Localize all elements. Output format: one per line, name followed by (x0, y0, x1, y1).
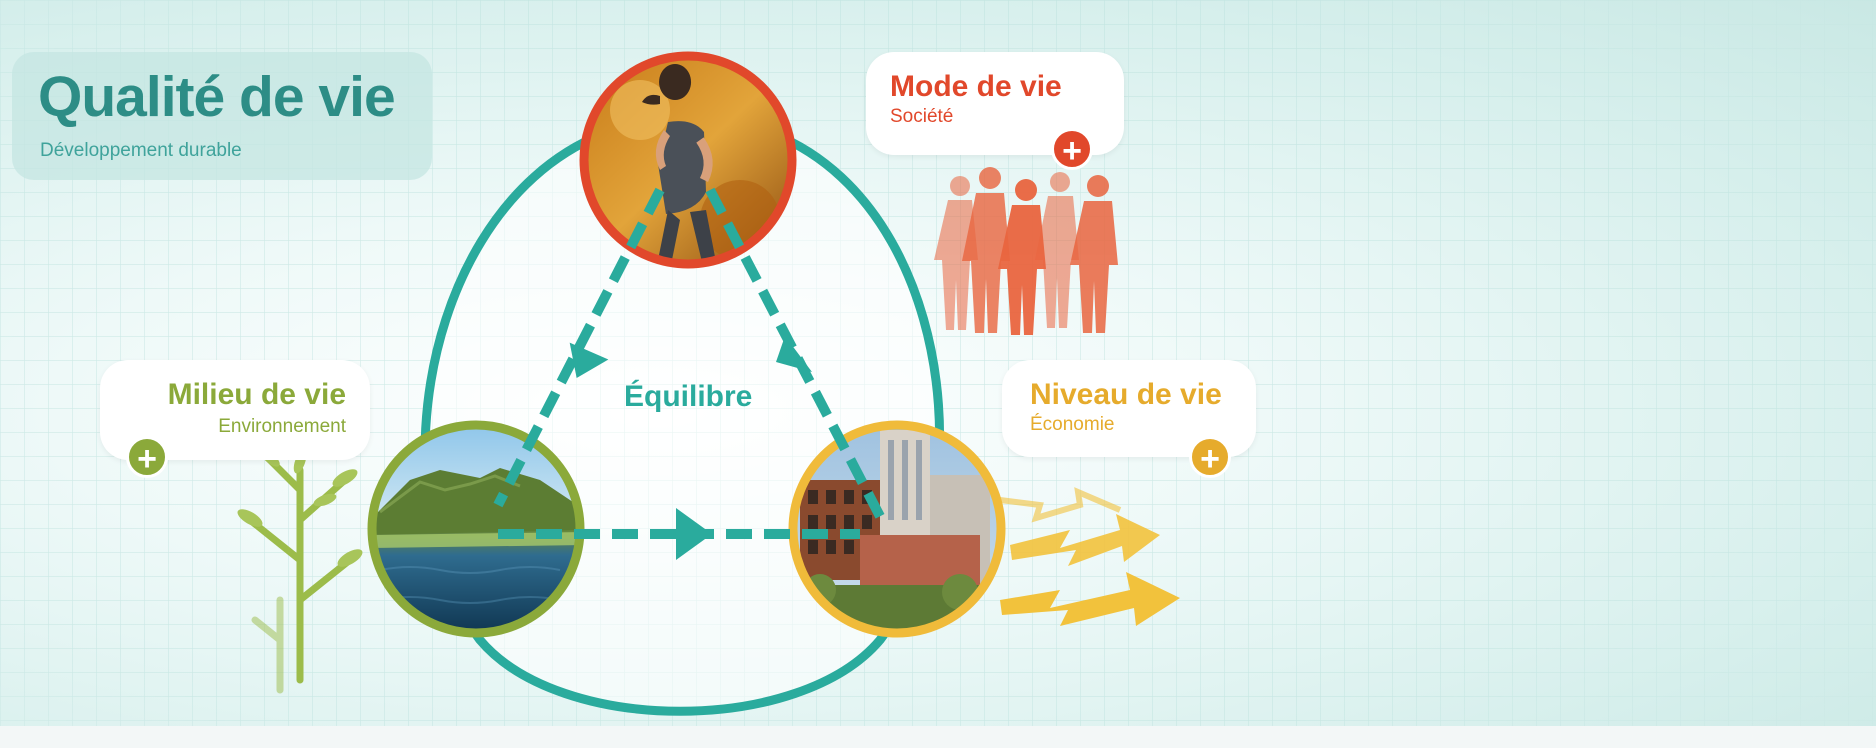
arrowheads (569, 336, 812, 560)
bubble-niveau-de-vie: Niveau de vie Économie (1002, 360, 1256, 457)
center-label: Équilibre (624, 380, 753, 413)
milieu-plus-button[interactable]: + (126, 436, 168, 478)
niveau-plus-button[interactable]: + (1189, 436, 1231, 478)
milieu-title: Milieu de vie (167, 378, 346, 411)
milieu-subtitle: Environnement (218, 416, 346, 437)
lightning-arrows-icon (999, 487, 1180, 626)
mode-title: Mode de vie (890, 70, 1062, 103)
page-subtitle: Développement durable (40, 140, 242, 161)
people-silhouettes-icon (934, 167, 1118, 335)
mode-subtitle: Société (890, 106, 954, 127)
niveau-title: Niveau de vie (1030, 378, 1222, 411)
mode-plus-button[interactable]: + (1051, 128, 1093, 170)
title-box (12, 52, 432, 180)
page-title: Qualité de vie (38, 65, 396, 129)
niveau-subtitle: Économie (1030, 414, 1115, 435)
